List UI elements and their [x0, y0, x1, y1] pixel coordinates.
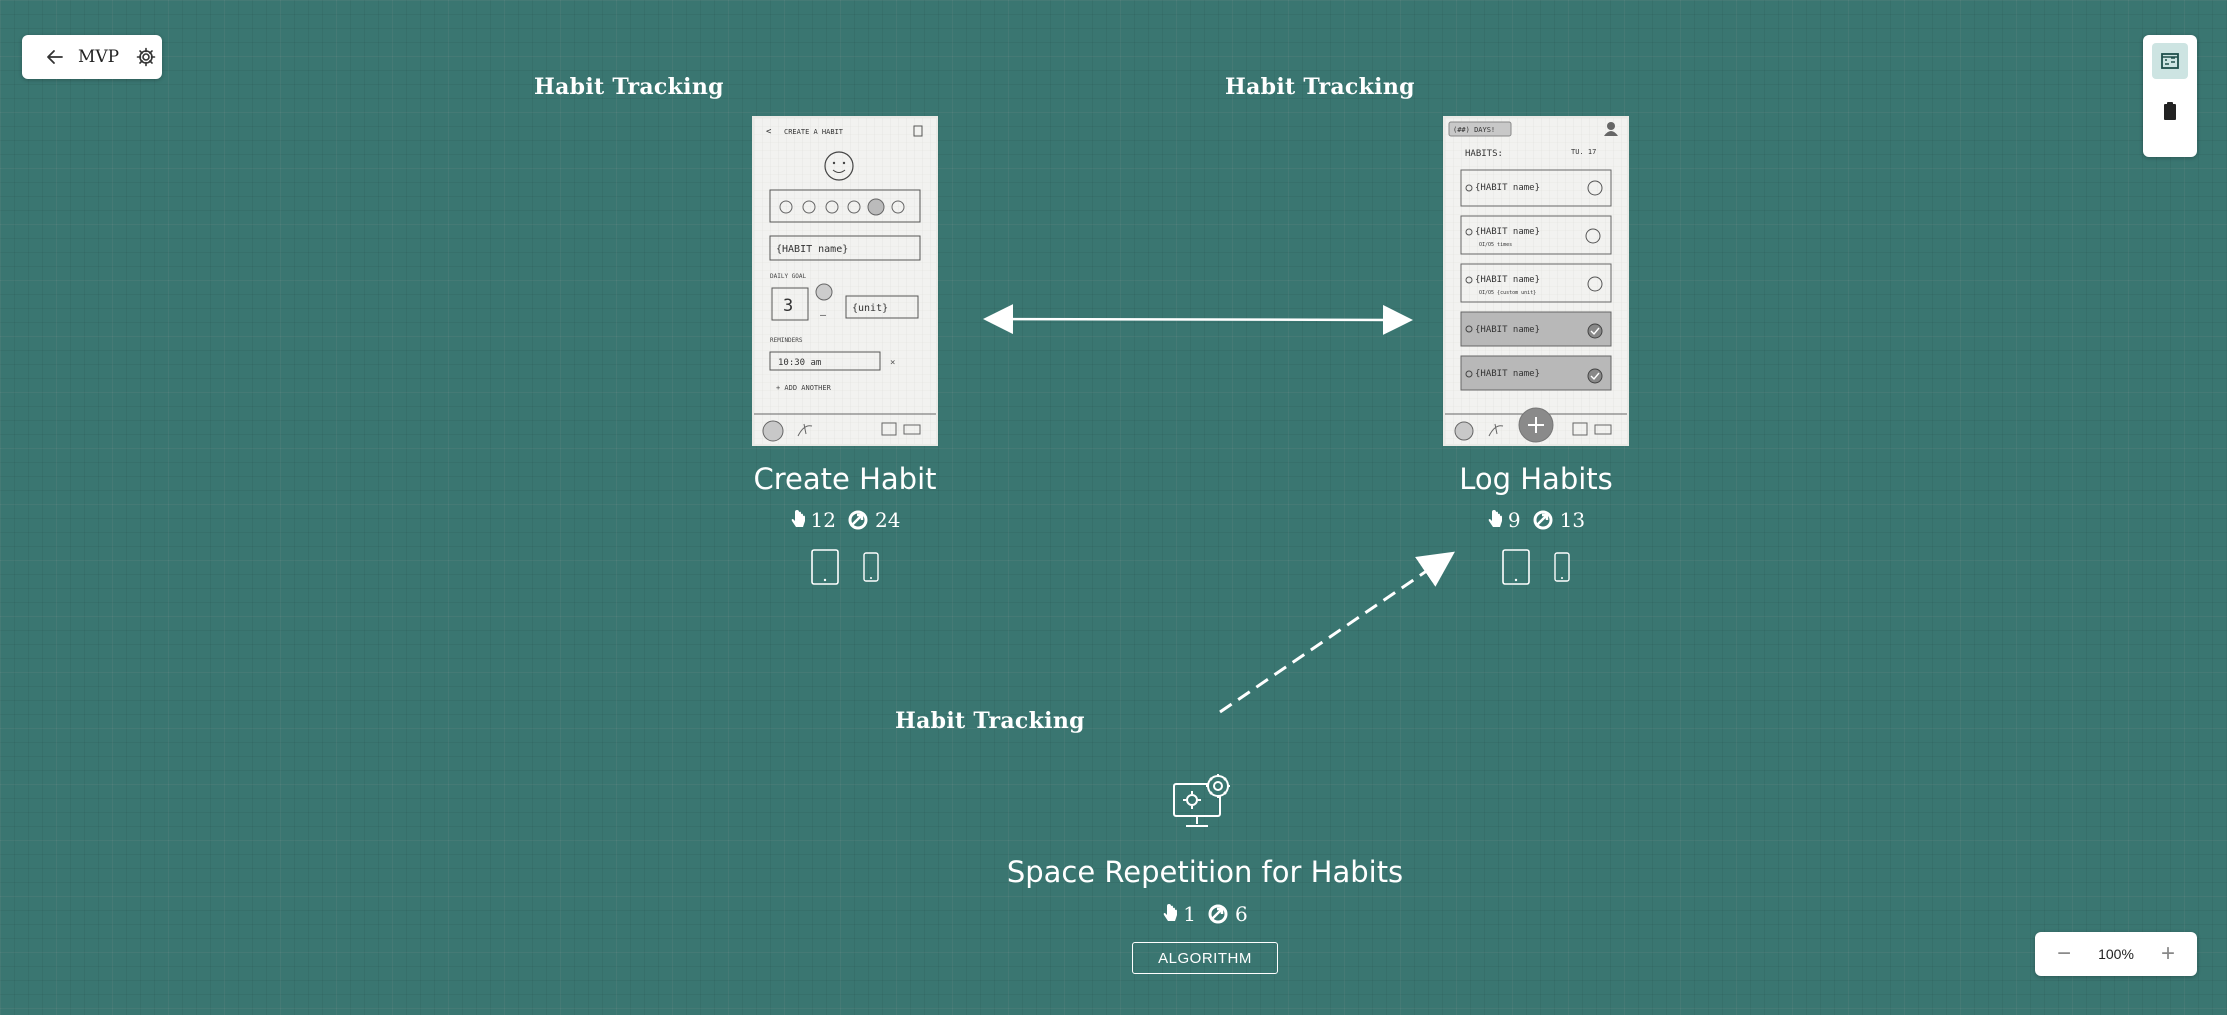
flowchart-view-button[interactable] — [2152, 43, 2188, 79]
interaction-count: 1 — [1183, 902, 1196, 926]
wf-goal-value: 3 — [783, 296, 793, 316]
clipboard-icon — [2164, 102, 2176, 120]
svg-text:{HABIT name}: {HABIT name} — [1475, 227, 1540, 237]
section-label[interactable]: Habit Tracking — [534, 74, 724, 100]
flow-arrows-icon — [1208, 904, 1228, 924]
algorithm-stats: 1 6 — [1050, 902, 1360, 926]
bidirectional-connector[interactable] — [983, 304, 1413, 335]
device-variants — [690, 548, 1000, 586]
zoom-level: 100% — [2098, 946, 2134, 962]
wf-badge: (##) DAYS! — [1453, 126, 1495, 134]
back-button[interactable] — [40, 42, 70, 72]
svg-text:–: – — [820, 310, 827, 321]
flow-count: 13 — [1559, 508, 1586, 532]
wf-reminder-label: REMINDERS — [770, 337, 803, 344]
project-name[interactable]: MVP — [78, 47, 120, 67]
wf-header: CREATE A HABIT — [784, 128, 844, 136]
hand-pointer-icon — [1163, 904, 1178, 921]
hand-pointer-icon — [1488, 510, 1502, 527]
wf-goal-label: DAILY GOAL — [770, 273, 807, 280]
gear-icon — [136, 47, 156, 67]
clipboard-view-button[interactable] — [2152, 93, 2188, 129]
screen-title[interactable]: Create Habit — [753, 462, 937, 496]
svg-text:{HABIT name}: {HABIT name} — [1475, 183, 1540, 193]
interaction-count: 9 — [1507, 508, 1521, 532]
tablet-icon[interactable] — [810, 548, 840, 586]
project-toolbar: MVP — [22, 35, 162, 79]
screen-title[interactable]: Log Habits — [1459, 462, 1613, 496]
wireframe-sketch: < CREATE A HABIT {HABIT name} DAILY GOAL… — [754, 118, 936, 444]
computer-gear-icon — [1173, 774, 1230, 827]
phone-icon[interactable] — [1553, 551, 1571, 583]
section-label[interactable]: Habit Tracking — [1225, 74, 1415, 100]
dashed-connector[interactable] — [1219, 551, 1455, 714]
flow-arrows-icon — [848, 510, 868, 530]
settings-button[interactable] — [133, 44, 159, 70]
wf-name-field: {HABIT name} — [776, 244, 848, 255]
zoom-control: − 100% + — [2035, 932, 2197, 976]
svg-text:×: × — [890, 358, 895, 368]
wf-unit-field: {unit} — [852, 303, 888, 314]
wf-date-label: TU. 17 — [1571, 148, 1596, 156]
section-label[interactable]: Habit Tracking — [895, 708, 1085, 734]
svg-text:OI/O5 {custom unit}: OI/O5 {custom unit} — [1479, 290, 1536, 296]
tablet-icon[interactable] — [1501, 548, 1531, 586]
view-toolbar — [2143, 35, 2197, 157]
interaction-count: 12 — [810, 508, 836, 532]
wf-reminder-time: 10:30 am — [778, 358, 821, 368]
wireframe-sketch: (##) DAYS! HABITS: TU. 17 {HABIT name} {… — [1445, 118, 1627, 444]
flow-count: 24 — [875, 508, 901, 532]
algorithm-badge: ALGORITHM — [1132, 942, 1278, 974]
device-variants — [1381, 548, 1691, 586]
zoom-in-button[interactable]: + — [2160, 940, 2175, 967]
svg-text:<: < — [766, 127, 772, 137]
wf-add-another: + ADD ANOTHER — [776, 384, 832, 392]
screen-stats: 9 13 — [1381, 508, 1691, 532]
flowchart-icon — [2161, 53, 2179, 69]
wf-row: {HABIT name} — [1460, 311, 1612, 347]
wf-row: {HABIT name} OI/O5 {custom unit} — [1460, 263, 1612, 303]
wf-row: {HABIT name} — [1460, 169, 1612, 207]
flow-count: 6 — [1235, 902, 1248, 926]
svg-text:{HABIT name}: {HABIT name} — [1475, 369, 1540, 379]
screen-thumbnail-log-habits[interactable]: (##) DAYS! HABITS: TU. 17 {HABIT name} {… — [1443, 116, 1629, 446]
svg-text:{HABIT name}: {HABIT name} — [1475, 325, 1540, 335]
svg-text:{HABIT name}: {HABIT name} — [1475, 275, 1540, 285]
screen-thumbnail-create-habit[interactable]: < CREATE A HABIT {HABIT name} DAILY GOAL… — [752, 116, 938, 446]
arrow-left-icon — [47, 50, 63, 64]
algorithm-node-icon-wrap[interactable] — [1170, 772, 1234, 834]
hand-pointer-icon — [791, 510, 805, 527]
zoom-out-button[interactable]: − — [2056, 940, 2071, 967]
wf-habits-label: HABITS: — [1465, 149, 1503, 159]
algorithm-title[interactable]: Space Repetition for Habits — [1006, 855, 1404, 889]
flow-arrows-icon — [1533, 510, 1553, 530]
phone-icon[interactable] — [862, 551, 880, 583]
svg-text:OI/O5 times: OI/O5 times — [1479, 242, 1512, 248]
screen-stats: 12 24 — [690, 508, 1000, 532]
wf-row: {HABIT name} OI/O5 times — [1460, 215, 1612, 255]
wf-row: {HABIT name} — [1460, 355, 1612, 391]
